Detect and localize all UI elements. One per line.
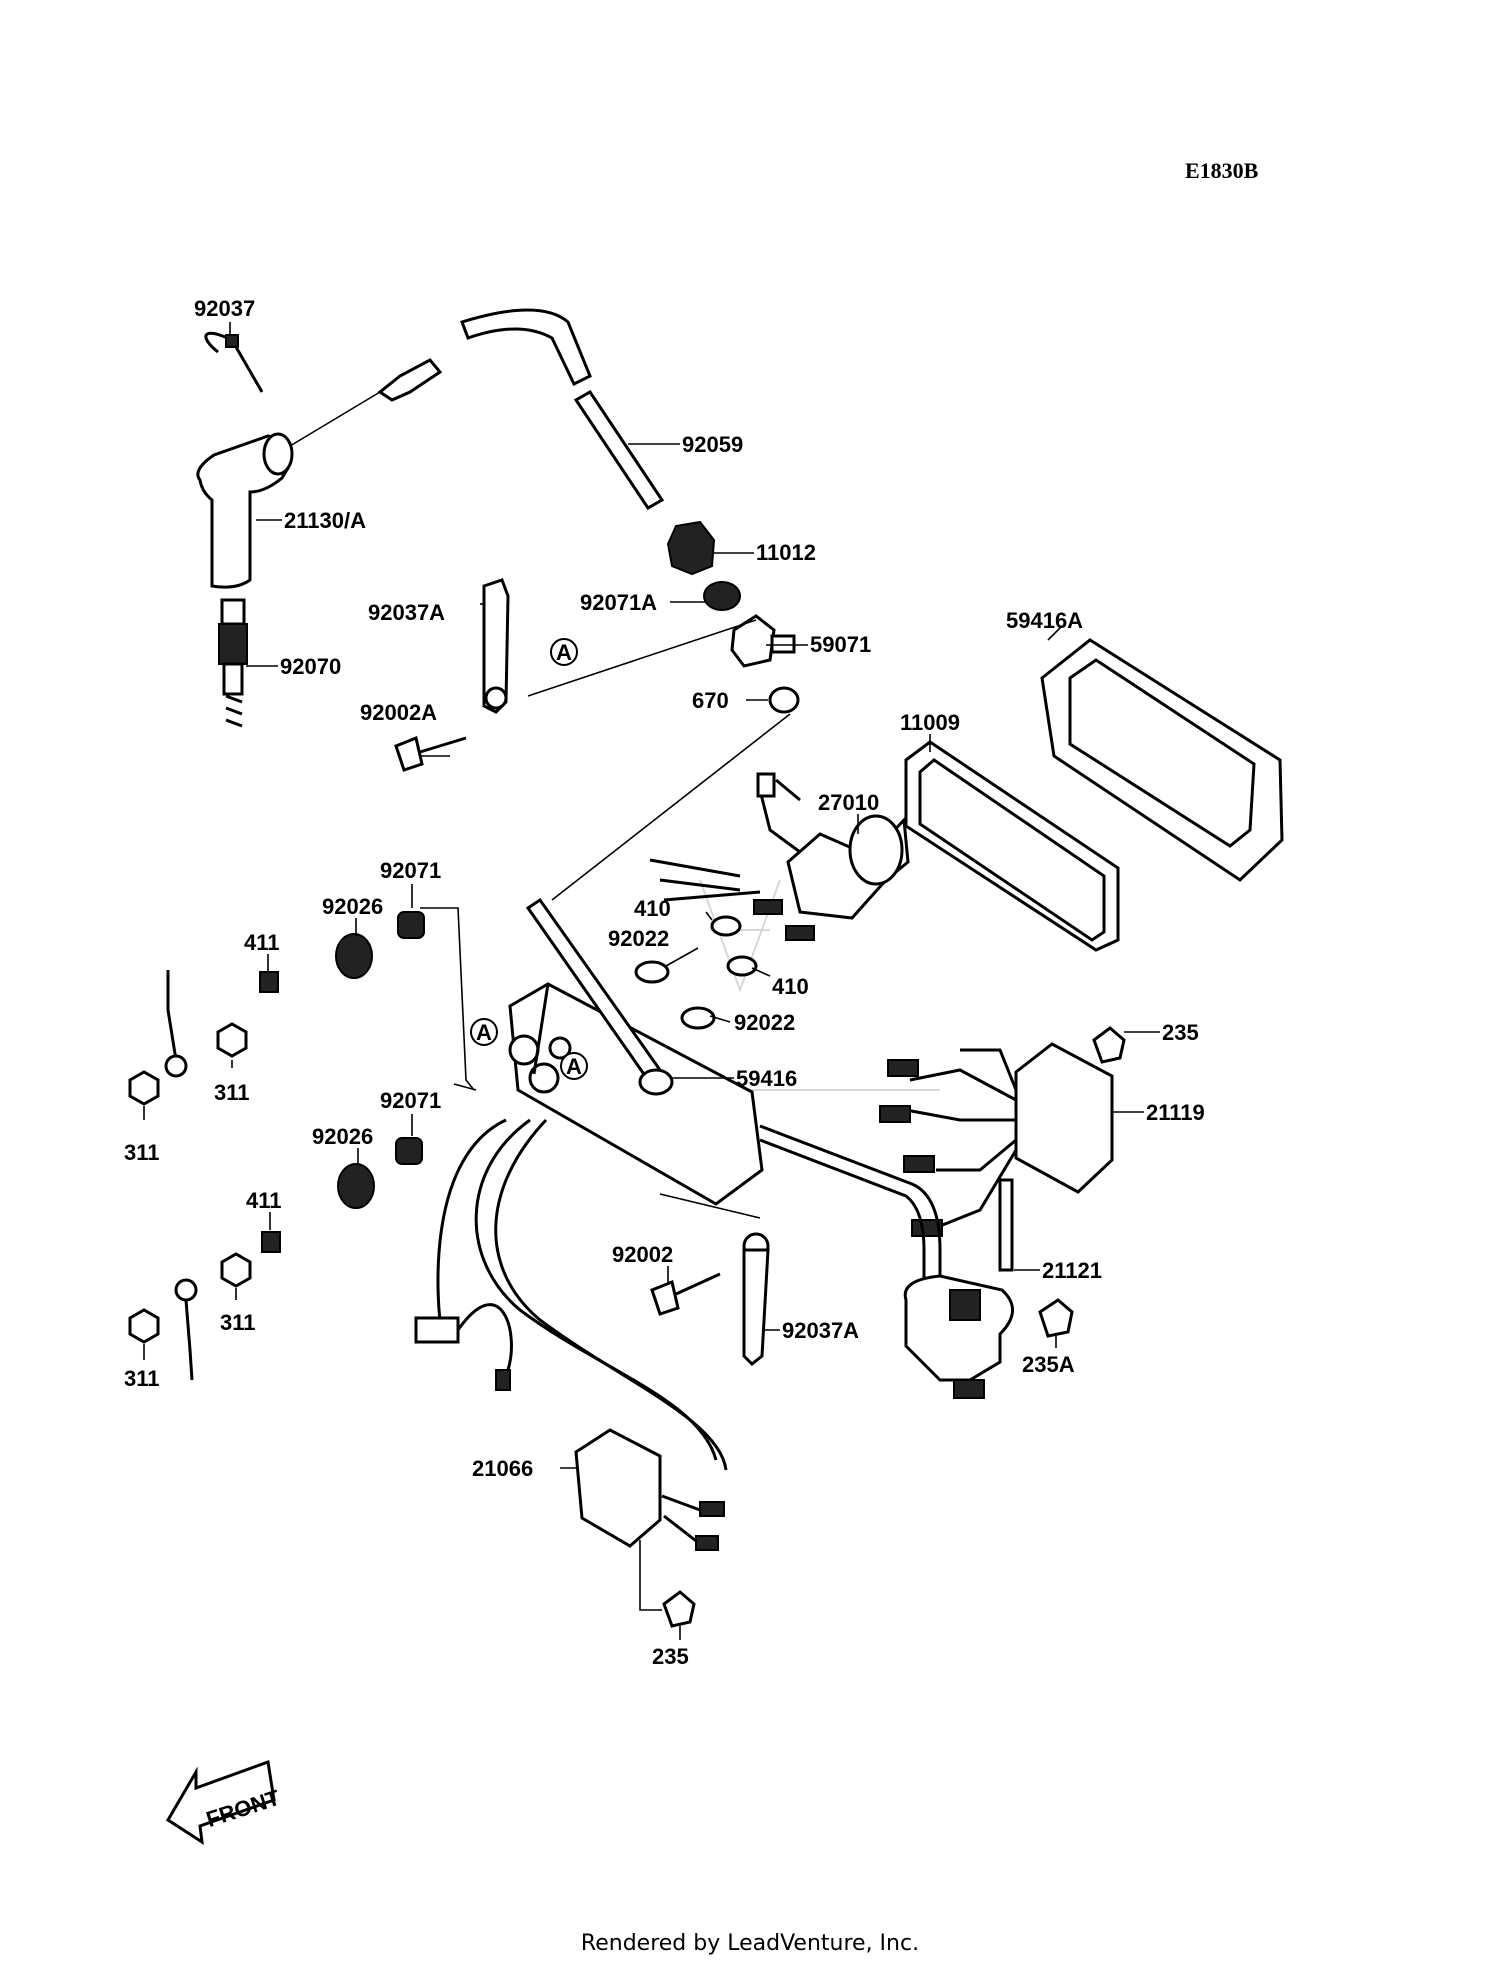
part-411-nut-bottom	[261, 1231, 281, 1253]
label-92059: 92059	[682, 432, 743, 457]
label-21121: 21121	[1042, 1258, 1102, 1283]
label-92070: 92070	[280, 654, 341, 679]
label-670: 670	[692, 688, 729, 713]
label-410-bottom: 410	[772, 974, 809, 999]
part-670-oring	[768, 686, 800, 714]
front-direction-arrow: FRONT	[165, 1759, 283, 1846]
part-ring-terminal-bottom	[174, 1278, 198, 1381]
label-92022-top: 92022	[608, 926, 669, 951]
label-411-bottom: 411	[246, 1188, 282, 1213]
diagram-code: E1830B	[1185, 158, 1259, 183]
svg-text:A: A	[556, 640, 572, 665]
label-21066: 21066	[472, 1456, 533, 1481]
ref-mark-a2: A	[470, 1018, 498, 1046]
part-cable-rod	[525, 897, 674, 1096]
ref-mark-a1: A	[550, 638, 578, 666]
svg-text:A: A	[566, 1054, 582, 1079]
part-92037a-strap-bottom	[742, 1232, 770, 1367]
label-21119: 21119	[1146, 1100, 1205, 1125]
part-410-washer-bottom	[726, 955, 758, 977]
part-92070-spark-plug	[218, 598, 248, 728]
label-311-a: 311	[214, 1080, 250, 1105]
label-92026-mid: 92026	[312, 1124, 373, 1149]
part-92037-clip	[204, 331, 264, 393]
label-92037: 92037	[194, 296, 255, 321]
part-92071-grommet-mid	[395, 1137, 423, 1165]
svg-text:A: A	[476, 1020, 492, 1045]
part-59416a-cover	[1040, 638, 1284, 882]
part-92022-washer-bottom	[680, 1006, 716, 1030]
part-21119-cdi-unit	[879, 1042, 1114, 1237]
part-311-nut-b	[128, 1070, 160, 1106]
part-92026-bushing-mid	[337, 1163, 375, 1209]
label-92071-mid: 92071	[380, 1088, 441, 1113]
part-11012-cap	[666, 520, 716, 576]
label-59416: 59416	[736, 1066, 797, 1091]
part-21066-regulator	[574, 1428, 725, 1551]
label-92002: 92002	[612, 1242, 673, 1267]
label-27010: 27010	[818, 790, 879, 815]
part-wiring-harness	[414, 1118, 728, 1471]
part-21121-ignition-coil	[759, 1124, 1014, 1399]
label-411-top: 411	[244, 930, 280, 955]
label-92037a-bottom: 92037A	[782, 1318, 859, 1343]
part-311-nut-d	[128, 1308, 160, 1344]
footer-credit: Rendered by LeadVenture, Inc.	[581, 1931, 919, 1956]
label-92071-top: 92071	[380, 858, 441, 883]
label-235-bottom: 235	[652, 1644, 689, 1669]
part-59416-electric-box	[508, 982, 764, 1206]
part-ring-terminal-top	[164, 970, 188, 1078]
label-11012: 11012	[756, 540, 816, 565]
part-311-nut-c	[220, 1252, 252, 1288]
part-21130-plug-cap	[196, 432, 294, 589]
part-27010-solenoid	[649, 772, 910, 941]
part-59071-fitting	[730, 614, 796, 668]
part-92059-hose	[460, 308, 665, 510]
part-terminal	[377, 358, 443, 402]
part-92026-bushing-top	[335, 933, 373, 979]
part-92071-grommet-top	[397, 911, 425, 939]
part-92071a-grommet	[703, 581, 741, 611]
label-92022-bottom: 92022	[734, 1010, 795, 1035]
label-92002a: 92002A	[360, 700, 437, 725]
part-92002a-bolt	[394, 735, 467, 772]
label-235-right: 235	[1162, 1020, 1199, 1045]
label-410-top: 410	[634, 896, 671, 921]
label-92026-top: 92026	[322, 894, 383, 919]
label-11009: 11009	[900, 710, 960, 735]
part-235a-bolt	[1038, 1298, 1074, 1338]
label-59416a: 59416A	[1006, 608, 1083, 633]
part-410-washer-top	[710, 915, 742, 937]
label-311-c: 311	[220, 1310, 256, 1335]
part-92002-bolt	[650, 1272, 721, 1316]
ref-mark-a3: A	[560, 1052, 588, 1080]
label-21130a: 21130/A	[284, 508, 366, 533]
part-235-bolt-bottom	[662, 1590, 696, 1628]
part-92022-washer-top	[634, 960, 670, 984]
label-311-b: 311	[124, 1140, 160, 1165]
part-311-nut-a	[216, 1022, 248, 1058]
label-92037a-top: 92037A	[368, 600, 445, 625]
part-labels: 92037 92059 21130/A 11012 92071A 59071 9…	[124, 296, 1205, 1669]
label-59071: 59071	[810, 632, 871, 657]
part-235-bolt-right	[1092, 1026, 1126, 1064]
leader-lines	[143, 322, 1160, 1640]
label-235a: 235A	[1022, 1352, 1075, 1377]
label-311-d: 311	[124, 1366, 160, 1391]
part-92037a-strap-top	[482, 578, 510, 714]
label-92071a: 92071A	[580, 590, 657, 615]
part-411-nut-top	[259, 971, 279, 993]
